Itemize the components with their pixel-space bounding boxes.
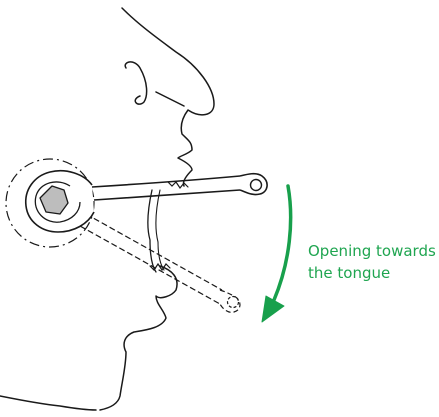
wrench-eye-end <box>239 172 268 196</box>
annotation-text: Opening towards the tongue <box>308 240 438 284</box>
cheek-outline-inner <box>155 189 165 271</box>
wrench-handle-bottom <box>93 189 241 201</box>
face-profile-outline <box>121 7 215 187</box>
nose-curl-outline <box>155 91 185 107</box>
neck-outline <box>0 395 97 411</box>
cheek-outline <box>147 189 157 273</box>
annotation-line-1: Opening towards <box>308 242 436 260</box>
chin-outline <box>99 265 178 411</box>
lower-teeth-outline <box>149 262 171 272</box>
wrench-opened-position <box>79 213 241 313</box>
annotation-line-2: the tongue <box>308 264 391 282</box>
wrench-head-ring <box>34 181 81 223</box>
curved-arrow-down-icon <box>261 184 293 323</box>
wrench-eye-dashed <box>226 295 240 309</box>
focus-circle <box>5 158 95 248</box>
wrench-handle-top <box>91 175 241 188</box>
wrench-icon <box>25 169 268 233</box>
hex-nut-icon <box>39 185 69 215</box>
teeth-outline <box>167 181 189 190</box>
wrench-eye-hole <box>249 178 263 192</box>
nostril-outline <box>124 61 148 105</box>
